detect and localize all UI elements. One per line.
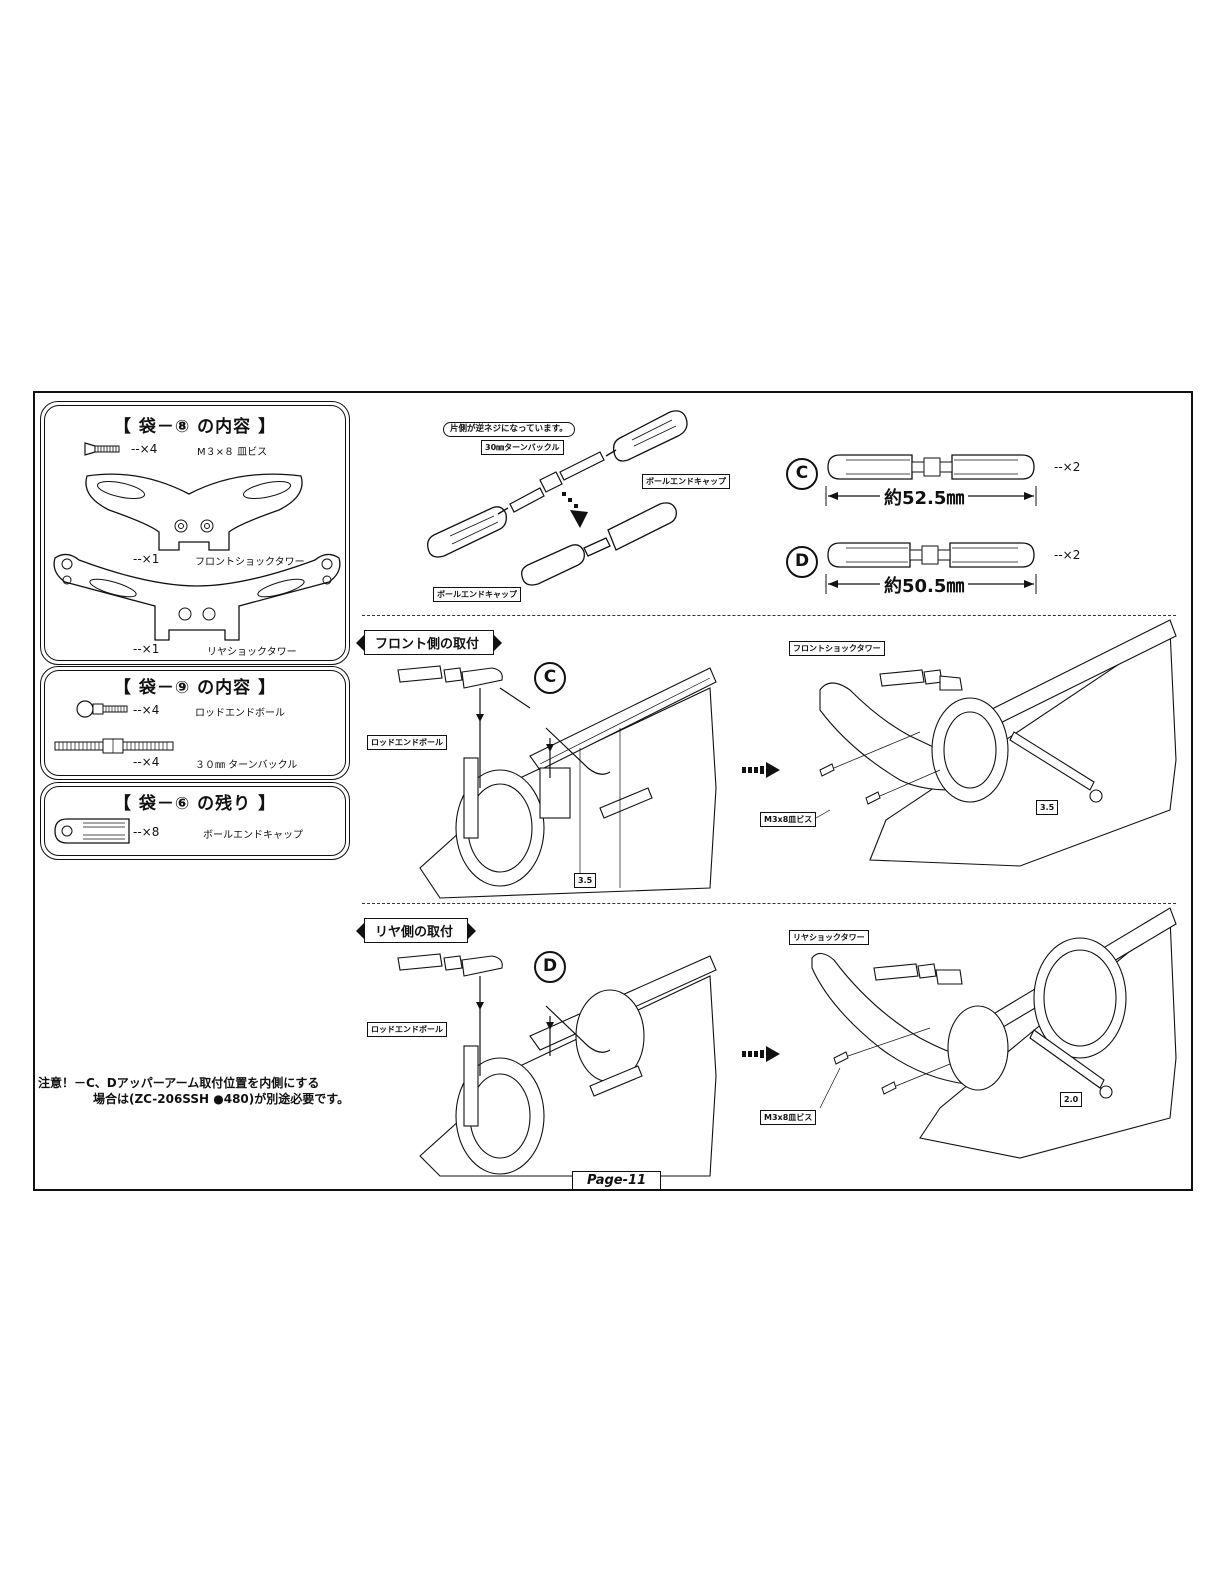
front-section-label: フロント側の取付	[364, 630, 495, 655]
rod-c-icon	[827, 454, 1035, 480]
rod-d-qty: --×2	[1054, 548, 1081, 562]
front-right-post-marker: 3.5	[1036, 800, 1059, 815]
front-screw-tag: M3x8皿ビス	[760, 812, 817, 827]
rear-chassis-illustration-left	[397, 953, 717, 1177]
rear-rod-end-ball-tag: ロッドエンドボール	[367, 1022, 447, 1037]
reverse-thread-note: 片側が逆ネジになっています。	[443, 422, 575, 437]
flat-screw-icon	[84, 442, 120, 456]
bag-9-title: 【 袋－⑨ の内容 】	[113, 678, 277, 698]
note-line-1: 注意！－C、Dアッパーアーム取付位置を内側にする	[38, 1076, 320, 1090]
bag-8-title: 【 袋－⑧ の内容 】	[113, 417, 277, 437]
rod-c-letter: C	[786, 458, 818, 490]
bag-6-box: 【 袋－⑥ の残り 】 --×8 ボールエンドキャップ	[40, 782, 350, 860]
rear-arrow-icon	[742, 1046, 780, 1062]
page-frame	[33, 391, 1193, 1191]
rear-screw-tag: M3x8皿ビス	[760, 1110, 817, 1125]
front-chassis-illustration-right	[815, 619, 1177, 867]
bag-8-part-1-qty: --×4	[131, 442, 158, 456]
bag-8-part-1-name: M３×８ 皿ビス	[197, 447, 268, 458]
rod-c-length: 約52.5㎜	[880, 484, 969, 510]
rear-shock-tower-icon	[53, 553, 341, 641]
bag-9-part-2-qty: --×4	[133, 755, 160, 769]
turnbuckle-assembly-illustration	[427, 410, 688, 586]
bag-6-title: 【 袋－⑥ の残り 】	[113, 794, 277, 814]
section-divider-2	[362, 903, 1176, 904]
bag-8-box: 【 袋－⑧ の内容 】 --×4 M３×８ 皿ビス --×1 フロントショックタ…	[40, 401, 350, 665]
bag-6-part-1-name: ボールエンドキャップ	[203, 830, 303, 841]
rear-chassis-illustration-right	[811, 907, 1177, 1159]
front-chassis-illustration-left	[397, 665, 717, 899]
rear-section-label: リヤ側の取付	[364, 918, 469, 943]
ball-end-cap-icon	[54, 818, 130, 844]
rear-tower-tag: リヤショックタワー	[789, 930, 869, 945]
turnbuckle-icon	[54, 738, 174, 754]
turnbuckle-tag: 30㎜ターンバックル	[481, 440, 564, 455]
front-post-marker: 3.5	[574, 873, 597, 888]
bag-9-box: 【 袋－⑨ の内容 】 --×4 ロッドエンドボール --×4 ３０㎜ ターンバ…	[40, 666, 350, 780]
front-rod-end-ball-tag: ロッドエンドボール	[367, 735, 447, 750]
rod-end-ball-icon	[76, 700, 128, 718]
bag-6-part-1-qty: --×8	[133, 825, 160, 839]
front-arrow-icon	[742, 762, 780, 778]
rod-d-length: 約50.5㎜	[880, 572, 969, 598]
bag-8-part-2-qty: --×1	[133, 552, 160, 566]
page-number: Page-11	[572, 1171, 662, 1190]
note-line-2: 場合は(ZC-206SSH ●480)が別途必要です。	[93, 1092, 350, 1106]
rod-d-letter: D	[786, 546, 818, 578]
front-tower-tag: フロントショックタワー	[789, 641, 885, 656]
bag-8-part-2-name: フロントショックタワー	[195, 557, 305, 568]
bag-9-part-1-qty: --×4	[133, 703, 160, 717]
rear-rod-letter: D	[534, 951, 566, 983]
ballend-cap-tag-right: ボールエンドキャップ	[642, 474, 730, 489]
bag-9-part-1-name: ロッドエンドボール	[195, 708, 285, 719]
front-rod-letter: C	[534, 662, 566, 694]
bag-8-part-3-qty: --×1	[133, 642, 160, 656]
rod-d-icon	[827, 542, 1035, 568]
bag-8-part-3-name: リヤショックタワー	[207, 647, 297, 658]
bag-9-part-2-name: ３０㎜ ターンバックル	[195, 760, 298, 771]
ballend-cap-tag-left: ボールエンドキャップ	[433, 587, 521, 602]
front-shock-tower-icon	[85, 473, 303, 551]
section-divider-1	[362, 615, 1176, 616]
rear-post-marker: 2.0	[1060, 1092, 1083, 1107]
rod-c-qty: --×2	[1054, 460, 1081, 474]
